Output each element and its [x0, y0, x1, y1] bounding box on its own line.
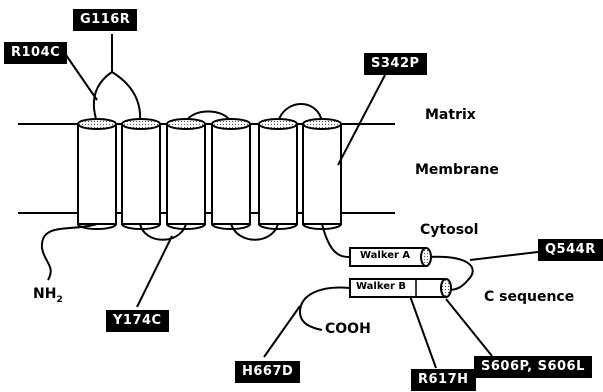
cytosol-loop-1 [140, 224, 186, 240]
leader-y174c [137, 236, 172, 307]
membrane-label: Membrane [415, 162, 499, 178]
mutation-q544r: Q544R [538, 239, 603, 261]
n-terminal-tail [42, 224, 97, 280]
walker-b-label: Walker B [356, 281, 406, 292]
transmembrane-helix-5 [259, 119, 297, 229]
matrix-loop-1 [94, 58, 112, 122]
c-sequence-label: C sequence [484, 289, 574, 305]
leader-s606 [446, 299, 492, 356]
cytosol-loop-2 [231, 224, 278, 240]
transmembrane-helix-2 [122, 119, 160, 229]
leader-s342p [338, 75, 385, 165]
leader-h667d [264, 306, 300, 357]
leader-q544r [470, 252, 538, 260]
c-terminus-label: COOH [325, 321, 371, 337]
transmembrane-helix-4 [212, 119, 250, 229]
mutation-y174c: Y174C [106, 310, 169, 332]
mutation-s606p-s606l: S606P, S606L [474, 356, 592, 378]
leader-r104c [66, 55, 97, 100]
mutation-g116r: G116R [73, 9, 137, 31]
n-terminus-subscript: 2 [56, 295, 62, 305]
matrix-label: Matrix [425, 107, 476, 123]
transmembrane-helix-1 [78, 119, 116, 229]
cytosol-label: Cytosol [420, 222, 478, 238]
n-terminus-label: NH2 [33, 286, 63, 305]
mutation-s342p: S342P [364, 53, 427, 75]
mutation-h667d: H667D [235, 361, 300, 383]
transmembrane-helix-3 [167, 119, 205, 229]
transmembrane-helix-6 [303, 119, 341, 229]
leader-r617h [410, 296, 436, 368]
mutation-r104c: R104C [4, 42, 67, 64]
mutation-r617h: R617H [411, 369, 476, 391]
walker-a-label: Walker A [360, 250, 410, 261]
matrix-loop-1b [112, 72, 140, 122]
